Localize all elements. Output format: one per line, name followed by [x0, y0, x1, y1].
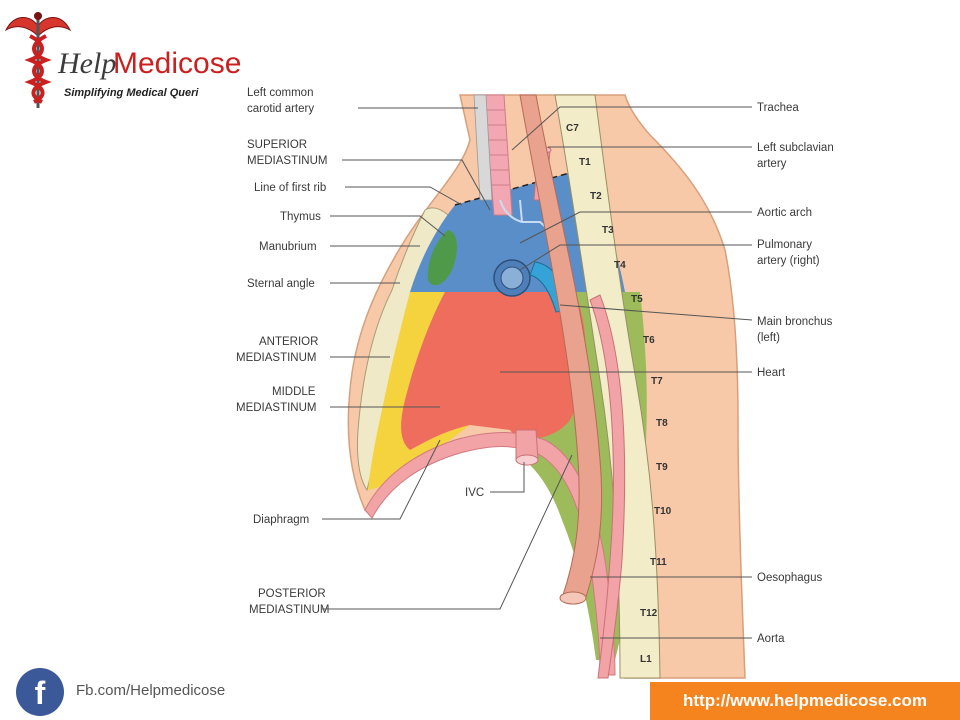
facebook-icon[interactable]: f	[16, 668, 64, 716]
first-rib-line	[454, 169, 581, 206]
label-aortic-arch: Aortic arch	[757, 207, 812, 219]
label-posterior-mediastinum-1: POSTERIOR	[258, 588, 326, 600]
pulmonary-artery-lumen	[500, 266, 524, 290]
vertebra-label: C7	[566, 123, 579, 134]
caduceus-icon	[4, 12, 72, 108]
label-superior-mediastinum-2: MEDIASTINUM	[247, 155, 328, 167]
trachea-rings	[485, 109, 510, 186]
brand-name-help: Help	[57, 47, 116, 80]
label-main-bronchus-2: (left)	[757, 332, 780, 344]
website-url-button[interactable]: http://www.helpmedicose.com	[650, 682, 960, 720]
label-main-bronchus-1: Main bronchus	[757, 316, 833, 328]
vertebra-label: T9	[656, 462, 668, 473]
anterior-mediastinum-region	[368, 292, 470, 490]
vertebra-label: T3	[602, 225, 614, 236]
label-diaphragm: Diaphragm	[253, 514, 309, 526]
vertebra-label: T4	[614, 260, 626, 271]
vertebra-label: T12	[640, 608, 658, 619]
label-left-subclavian-2: artery	[757, 158, 787, 170]
vertebra-label: T7	[651, 376, 663, 387]
label-left-common-carotid-1: Left common	[247, 87, 313, 99]
label-sternal-angle: Sternal angle	[247, 278, 315, 290]
brand-tagline: Simplifying Medical Queri	[64, 87, 199, 99]
vertebra-label: T10	[654, 506, 672, 517]
brand-name-medicose: Medicose	[113, 47, 241, 80]
brand-logo: Help Medicose Simplifying Medical Queri	[4, 12, 241, 108]
middle-mediastinum-region	[401, 292, 586, 450]
label-thymus: Thymus	[280, 211, 321, 223]
spine-column	[554, 94, 661, 679]
label-anterior-mediastinum-1: ANTERIOR	[259, 336, 318, 348]
label-superior-mediastinum-1: SUPERIOR	[247, 139, 307, 151]
label-left-subclavian-1: Left subclavian	[757, 142, 834, 154]
label-trachea: Trachea	[757, 102, 799, 114]
label-posterior-mediastinum-2: MEDIASTINUM	[249, 604, 330, 616]
vertebra-labels: C7 T1 T2 T3 T4 T5 T6 T7 T8 T9 T10 T11 T1…	[566, 123, 672, 665]
superior-mediastinum-region	[410, 170, 625, 292]
label-manubrium: Manubrium	[259, 241, 317, 253]
right-labels: Trachea Left subclavian artery Aortic ar…	[500, 102, 834, 645]
vertebra-label: L1	[640, 654, 652, 665]
vertebra-label: T1	[579, 157, 591, 168]
vertebra-label: T11	[650, 557, 667, 568]
label-heart: Heart	[757, 367, 786, 379]
left-labels: Left common carotid artery SUPERIOR MEDI…	[236, 87, 573, 616]
label-oesophagus: Oesophagus	[757, 572, 822, 584]
vertebra-label: T2	[590, 191, 602, 202]
ivc-cut	[515, 454, 539, 466]
facebook-link[interactable]: Fb.com/Helpmedicose	[76, 682, 226, 699]
vertebra-label: T8	[656, 418, 668, 429]
label-line-of-first-rib: Line of first rib	[254, 182, 326, 194]
thymus	[427, 230, 457, 286]
label-aorta: Aorta	[757, 633, 785, 645]
label-middle-mediastinum-1: MIDDLE	[272, 386, 316, 398]
cervical-tissue	[473, 94, 493, 201]
vertebra-label: T5	[631, 294, 643, 305]
label-pulmonary-artery-1: Pulmonary	[757, 239, 812, 251]
label-left-common-carotid-2: carotid artery	[247, 103, 314, 115]
thorax-illustration	[347, 94, 746, 679]
label-middle-mediastinum-2: MEDIASTINUM	[236, 402, 317, 414]
descending-aorta	[589, 294, 626, 679]
label-ivc: IVC	[465, 487, 484, 499]
label-anterior-mediastinum-2: MEDIASTINUM	[236, 352, 317, 364]
vertebra-label: T6	[643, 335, 655, 346]
oesophagus-cut	[559, 591, 587, 605]
label-pulmonary-artery-2: artery (right)	[757, 255, 820, 267]
